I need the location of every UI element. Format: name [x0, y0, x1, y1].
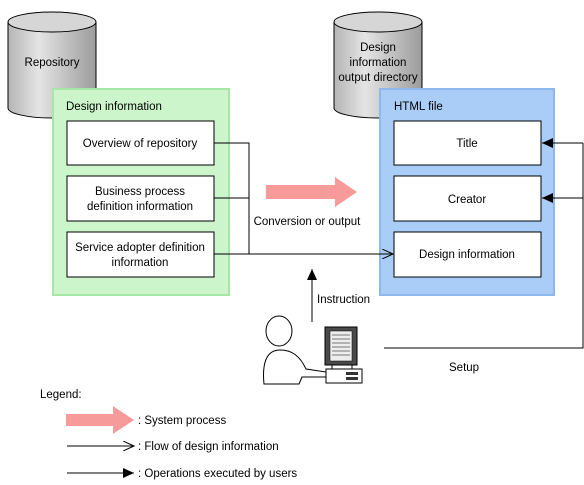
design-info-panel-title: Design information: [66, 101, 162, 113]
design-info-item-service-adopter: [66, 231, 215, 278]
legend: Legend: : System process : Flow of desig…: [40, 389, 297, 480]
html-file-panel-title: HTML file: [394, 101, 443, 113]
output-dir-label-line-2: information: [350, 57, 407, 69]
output-dir-label-line-3: output directory: [338, 72, 418, 84]
design-info-item-overview-text: Overview of repository: [83, 138, 198, 150]
html-file-item-design-info-text: Design information: [419, 249, 515, 261]
html-file-item-title: [393, 120, 542, 166]
legend-system-process-swatch: [66, 406, 134, 434]
html-file-item-creator-text: Creator: [448, 194, 487, 206]
design-info-item-service-adopter-line-1: Service adopter definition: [75, 242, 205, 254]
legend-title: Legend:: [40, 389, 82, 401]
design-info-item-overview: [66, 120, 215, 166]
system-process-arrow: [266, 177, 357, 207]
setup-operation-lines: [384, 138, 584, 349]
design-info-item-business-process-line-1: Business process: [95, 186, 185, 198]
design-info-item-business-process-line-2: definition information: [87, 201, 193, 213]
html-file-item-design-info: [393, 231, 542, 278]
repository-label: Repository: [25, 57, 80, 69]
conversion-label: Conversion or output: [254, 216, 362, 228]
design-info-panel: Design information Overview of repositor…: [52, 88, 230, 296]
output-dir-label-line-1: Design: [360, 42, 396, 54]
setup-label: Setup: [449, 362, 479, 374]
legend-flow-text: : Flow of design information: [138, 441, 279, 453]
legend-operation-text: : Operations executed by users: [138, 468, 297, 480]
user-at-computer-icon: [263, 315, 363, 385]
instruction-label: Instruction: [317, 294, 370, 306]
design-info-item-business-process: [66, 175, 215, 222]
design-info-flow-lines: [214, 142, 393, 254]
html-file-item-creator: [393, 175, 542, 222]
design-info-item-service-adopter-line-2: information: [112, 257, 169, 269]
legend-system-process-text: : System process: [138, 415, 226, 427]
html-file-item-title-text: Title: [456, 138, 477, 150]
html-file-panel: HTML file Title Creator Design informati…: [379, 88, 555, 296]
